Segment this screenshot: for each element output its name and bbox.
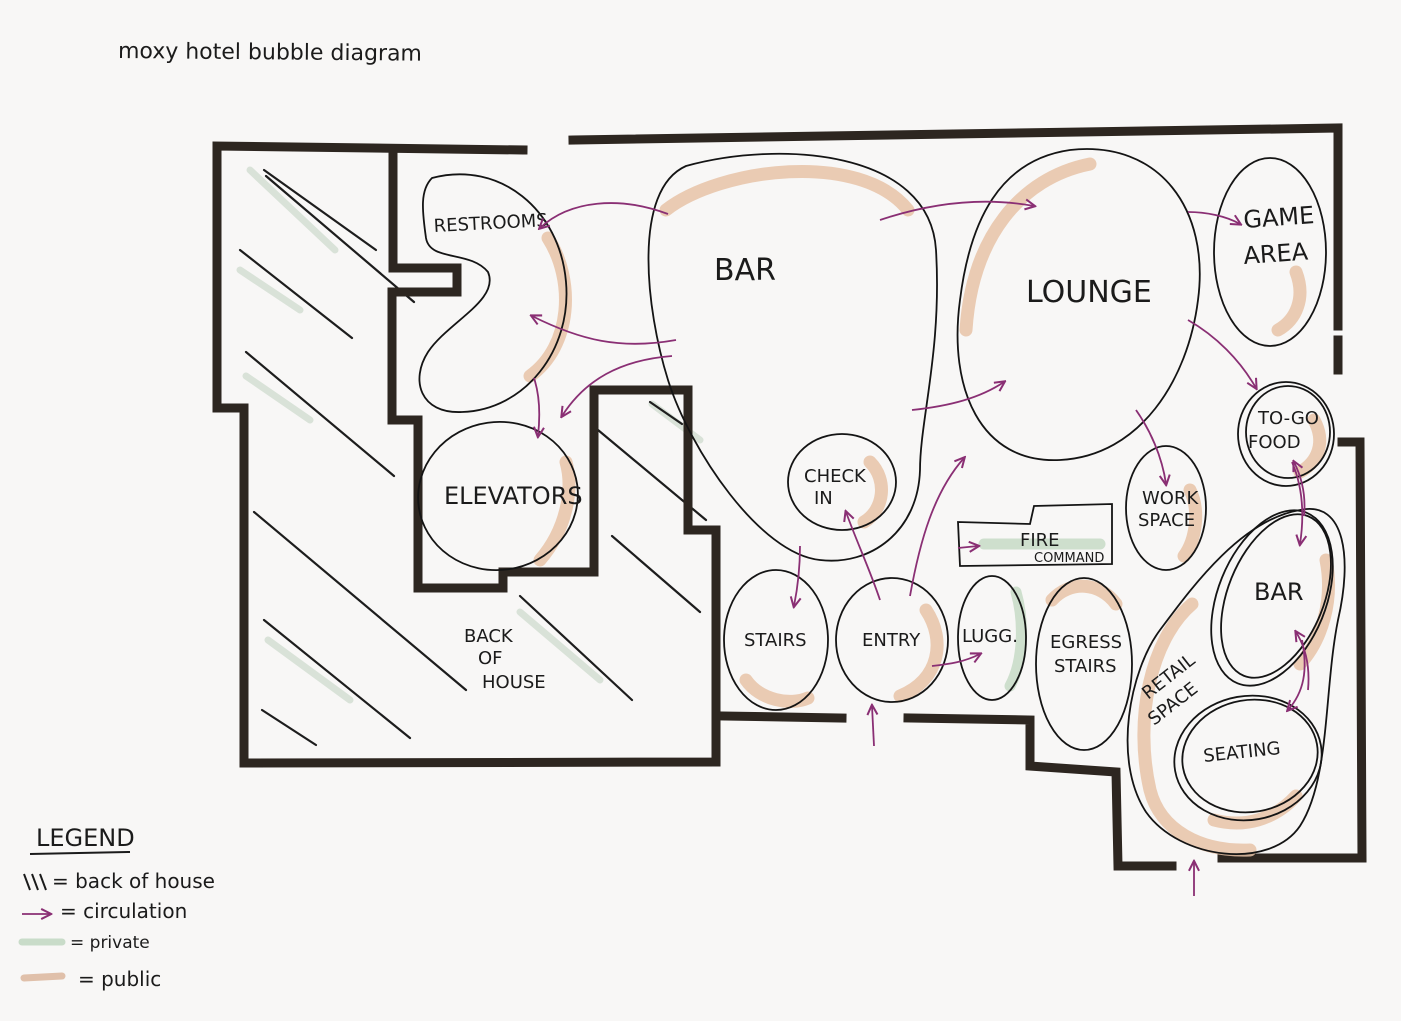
arrow-entry-to-bar <box>909 458 964 597</box>
elevators-label: ELEVATORS <box>444 482 583 510</box>
check-in-label-2: IN <box>814 488 833 509</box>
lounge-bubble: LOUNGE <box>956 148 1201 461</box>
boh-label-2: OF <box>478 648 503 669</box>
fire-command-label-2: COMMAND <box>1034 551 1104 566</box>
elevators-bubble: ELEVATORS <box>417 420 583 572</box>
legend: LEGEND = back of house = circulation = p… <box>18 824 215 991</box>
legend-back-of-house-text: = back of house <box>52 869 215 893</box>
boh-label-1: BACK <box>464 626 514 647</box>
fire-command-room: FIRE COMMAND <box>957 503 1113 567</box>
game-area-label-1: GAME <box>1242 201 1315 234</box>
work-space-label-2: SPACE <box>1138 510 1195 531</box>
work-space-bubble: WORK SPACE <box>1125 445 1207 571</box>
legend-back-of-house: = back of house <box>23 869 215 893</box>
arrow-togo-up <box>1294 462 1306 517</box>
arrow-lounge-to-game <box>1187 211 1240 224</box>
check-in-bubble: CHECK IN <box>787 433 897 531</box>
arrow-entry-to-lugg <box>931 654 980 667</box>
arrow-bar-to-lounge <box>879 202 1034 221</box>
legend-private-text: = private <box>70 933 150 953</box>
luggage-label: LUGG. <box>962 626 1018 647</box>
egress-label-2: STAIRS <box>1054 656 1117 677</box>
retail-space-bubble: RETAIL SPACE <box>1126 508 1346 857</box>
to-go-food-bubble: TO-GO FOOD <box>1237 381 1335 487</box>
bar-main-label: BAR <box>714 253 776 288</box>
arrow-bar-to-seating <box>1288 639 1306 710</box>
building-walls <box>212 123 1367 871</box>
fire-command-label-1: FIRE <box>1020 530 1060 551</box>
arrow-main-entry <box>872 706 874 747</box>
bar-main-bubble: BAR <box>647 152 938 562</box>
egress-label-1: EGRESS <box>1050 632 1122 653</box>
back-of-house-label: BACK OF HOUSE <box>464 626 546 693</box>
arrow-bar-to-lounge-lower <box>911 382 1004 411</box>
seating-bubble: SEATING <box>1173 694 1323 830</box>
lounge-label: LOUNGE <box>1026 275 1152 310</box>
seating-label: SEATING <box>1202 738 1281 767</box>
legend-circulation-text: = circulation <box>60 899 187 923</box>
arrow-bar-to-restrooms-lower <box>532 316 677 345</box>
legend-public-text: = public <box>78 967 161 991</box>
diagram-title: moxy hotel bubble diagram <box>118 39 422 67</box>
work-space-label-1: WORK <box>1142 488 1199 509</box>
legend-circulation: = circulation <box>22 899 187 923</box>
bar-second-label: BAR <box>1254 578 1304 606</box>
legend-heading: LEGEND <box>36 824 135 852</box>
legend-private: = private <box>18 933 150 953</box>
arrow-bar-to-elevators <box>562 355 673 416</box>
stairs-label: STAIRS <box>744 630 807 651</box>
game-area-bubble: GAME AREA <box>1213 157 1327 347</box>
luggage-bubble: LUGG. <box>957 575 1027 701</box>
arrow-lounge-to-togo <box>1187 319 1256 388</box>
check-in-label-1: CHECK <box>804 466 867 487</box>
arrow-lounge-to-work <box>1135 409 1166 484</box>
to-go-label-2: FOOD <box>1248 432 1301 453</box>
entry-label: ENTRY <box>862 630 921 651</box>
legend-public: = public <box>20 967 161 991</box>
arrow-bar-to-stairs <box>794 545 800 606</box>
boh-label-3: HOUSE <box>482 672 546 693</box>
arrow-bar-to-restrooms <box>540 202 669 228</box>
arrow-restrooms-to-elevators <box>534 377 539 436</box>
entry-bubble: ENTRY <box>835 577 949 703</box>
game-area-label-2: AREA <box>1242 238 1309 270</box>
circulation-arrows <box>532 202 1310 896</box>
to-go-label-1: TO-GO <box>1257 408 1319 429</box>
egress-stairs-bubble: EGRESS STAIRS <box>1035 577 1133 751</box>
arrow-entry-to-checkin <box>846 512 881 601</box>
restrooms-label: RESTROOMS <box>433 210 548 237</box>
stairs-bubble: STAIRS <box>723 569 829 711</box>
arrow-seating-to-bar <box>1296 632 1310 691</box>
back-of-house-hatching <box>236 166 708 747</box>
legend-public-swatch <box>20 972 66 982</box>
arrow-fire-entry <box>957 546 978 548</box>
